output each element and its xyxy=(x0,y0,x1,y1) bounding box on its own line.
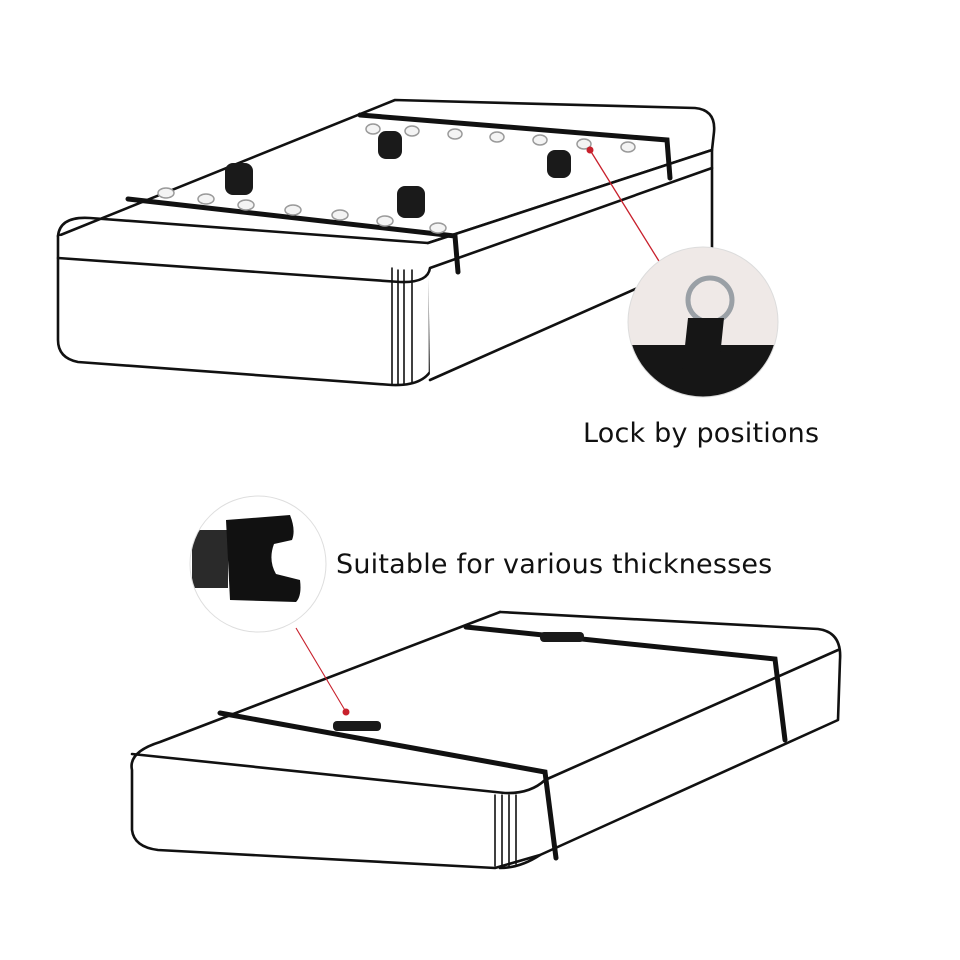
callout-circle-lock xyxy=(627,246,779,398)
cuff-anchors xyxy=(225,131,571,218)
anchor-rings xyxy=(157,123,636,234)
callout-label-lock: Lock by positions xyxy=(583,418,820,449)
bottom-mattress xyxy=(130,610,842,870)
callout-label-thickness: Suitable for various thicknesses xyxy=(336,549,773,580)
pointer-thickness xyxy=(295,627,350,716)
top-strap xyxy=(125,112,673,275)
pointer-lock xyxy=(586,146,663,267)
callout-circle-thickness xyxy=(189,495,327,633)
strap-buckles xyxy=(333,632,584,731)
buckle-icon xyxy=(190,496,326,632)
